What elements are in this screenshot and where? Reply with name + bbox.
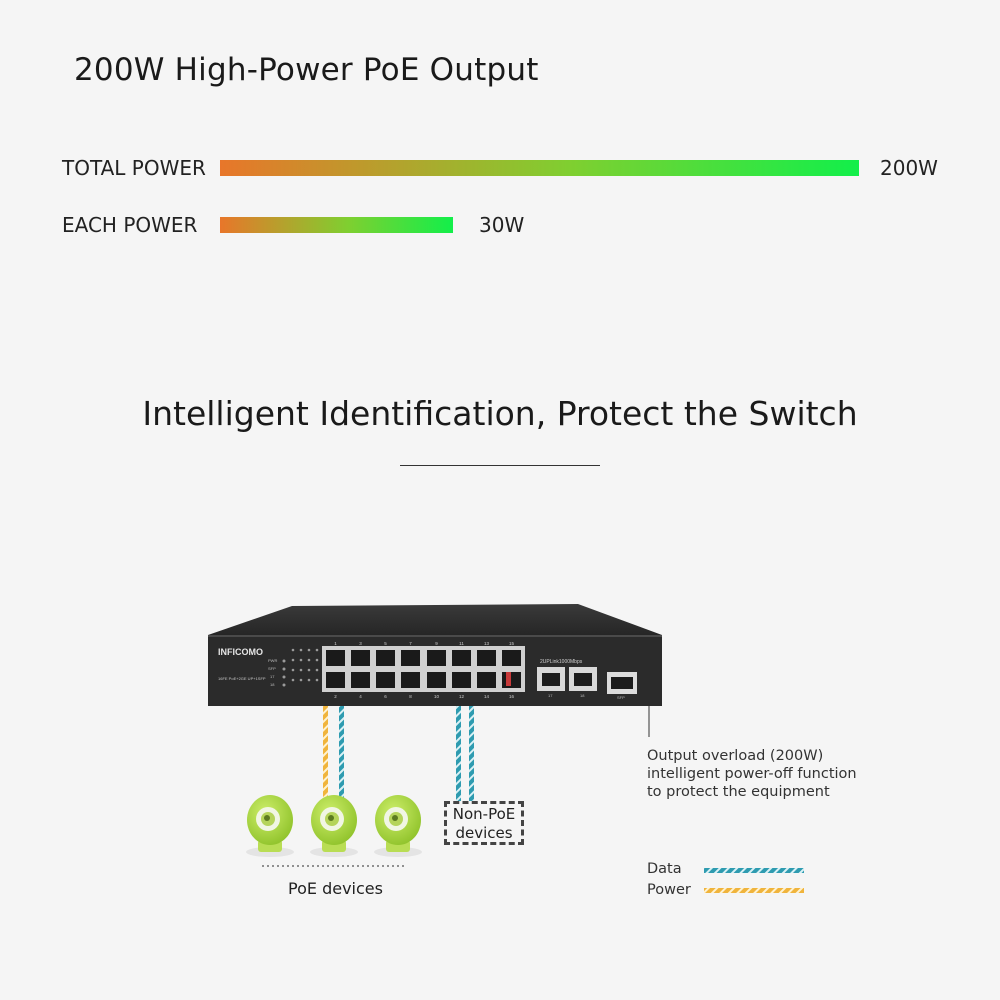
rj45-port: [401, 672, 420, 688]
port-number-bottom: 8: [409, 694, 412, 699]
port-number-top: 1: [334, 641, 337, 646]
each-power-label: EACH POWER: [62, 213, 198, 237]
port-number-top: 13: [484, 641, 490, 646]
non-poe-label-line-1: Non-PoE: [452, 805, 516, 823]
non-poe-label-line-2: devices: [455, 824, 513, 842]
rj45-port: [326, 672, 345, 688]
indicator-label-18: 18: [270, 682, 275, 687]
indicator-label-sfp: SFP: [268, 666, 276, 671]
rj45-port: [502, 650, 521, 666]
rj45-port: [452, 650, 471, 666]
total-power-bar: [220, 160, 859, 176]
port-number-bottom: 14: [484, 694, 490, 699]
rj45-port: [401, 650, 420, 666]
rj45-port: [477, 650, 496, 666]
port-number-top: 5: [384, 641, 387, 646]
uplink-number-17: 17: [548, 693, 553, 698]
camera-icon-3: [374, 795, 422, 857]
legend-power-swatch: [704, 888, 804, 893]
rj45-port: [351, 650, 370, 666]
reset-button-icon: [506, 672, 511, 686]
non-poe-data-cable-2-icon: [469, 706, 474, 802]
uplink-label: 2UPLink1000Mbps: [540, 659, 583, 665]
non-poe-data-cable-1-icon: [456, 706, 461, 802]
port-number-bottom: 6: [384, 694, 387, 699]
rj45-port: [502, 672, 521, 688]
port-number-bottom: 12: [459, 694, 465, 699]
total-power-label: TOTAL POWER: [62, 156, 206, 180]
rj45-port: [427, 650, 446, 666]
section-title: Intelligent Identification, Protect the …: [142, 394, 858, 433]
switch-brand: INFICOMO: [218, 647, 263, 657]
port-number-bottom: 10: [434, 694, 440, 699]
indicator-label-17: 17: [270, 674, 275, 679]
total-power-value: 200W: [880, 156, 938, 180]
protection-note: Output overload (200W) intelligent power…: [647, 747, 857, 801]
rj45-port: [376, 650, 395, 666]
title-underline: [400, 465, 600, 466]
page-headline: 200W High-Power PoE Output: [74, 52, 539, 88]
port-number-bottom: 4: [359, 694, 362, 699]
power-cable-icon: [323, 706, 328, 804]
port-number-bottom: 16: [509, 694, 515, 699]
each-power-value: 30W: [479, 213, 525, 237]
port-number-top: 15: [509, 641, 515, 646]
camera-icon-1: [246, 795, 294, 857]
rj45-port: [376, 672, 395, 688]
uplink-number-18: 18: [580, 693, 585, 698]
rj45-port: [351, 672, 370, 688]
protection-note-line-1: Output overload (200W): [647, 748, 824, 764]
protection-note-line-3: to protect the equipment: [647, 784, 830, 800]
non-poe-devices-box: Non-PoE devices: [444, 801, 524, 845]
port-number-top: 3: [359, 641, 362, 646]
rj45-port: [452, 672, 471, 688]
legend-data-swatch: [704, 868, 804, 873]
legend-data-label: Data: [647, 861, 682, 877]
indicator-leds: [282, 648, 319, 687]
protection-note-line-2: intelligent power-off function: [647, 766, 857, 782]
rj45-port: [326, 650, 345, 666]
camera-icon-2: [310, 795, 358, 857]
port-number-top: 7: [409, 641, 412, 646]
poe-devices-label: PoE devices: [288, 879, 383, 898]
data-cable-icon: [339, 706, 344, 804]
switch-model: 16FE PoE+2GE UP+1SFP: [218, 676, 266, 681]
sfp-label: SFP: [617, 695, 625, 700]
rj45-port-array: [322, 646, 525, 692]
legend-power-label: Power: [647, 882, 691, 898]
port-number-top: 11: [459, 641, 464, 646]
port-number-top: 9: [435, 641, 438, 646]
rj45-port: [427, 672, 446, 688]
indicator-label-pwr: PWR: [268, 658, 277, 663]
rj45-port: [477, 672, 496, 688]
switch-top: [208, 604, 662, 635]
each-power-bar: [220, 217, 453, 233]
port-number-bottom: 2: [334, 694, 337, 699]
